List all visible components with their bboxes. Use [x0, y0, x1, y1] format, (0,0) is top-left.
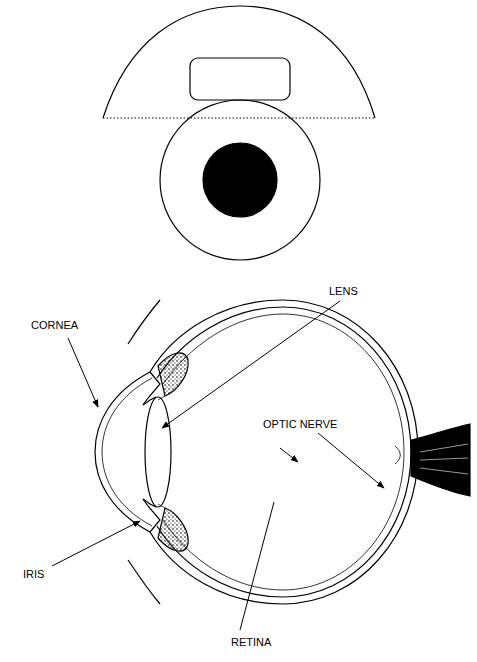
iris-upper-tip — [143, 397, 156, 405]
zonule-lower — [158, 504, 165, 508]
lens — [145, 397, 171, 507]
eyelid-lower — [128, 560, 160, 604]
part-label: CORNEA — [30, 319, 79, 332]
sclera-outer — [150, 300, 418, 604]
eyeball-circle — [160, 100, 320, 260]
sclera-inner — [157, 307, 411, 597]
retina-layer — [163, 314, 404, 590]
lid-outline — [103, 6, 375, 118]
leader-line — [318, 433, 384, 488]
part-label: IRIS — [22, 568, 45, 581]
part-label: LENS — [328, 285, 359, 298]
pupil-disc — [203, 143, 277, 217]
eye-section — [95, 300, 470, 604]
leader-line — [68, 338, 98, 407]
ciliary-body-upper — [158, 353, 188, 396]
iris-lower-tip — [143, 499, 156, 507]
leader-line — [162, 301, 340, 428]
rounded-rect — [190, 58, 290, 100]
cornea-outer — [95, 372, 150, 532]
dotted-line — [103, 118, 375, 119]
ciliary-body-lower — [158, 508, 188, 551]
optic-disc — [395, 446, 400, 464]
part-label: RETINA — [230, 636, 272, 649]
leader-lines — [52, 301, 384, 630]
nerve-fibres — [420, 444, 468, 474]
iris-lower — [143, 499, 160, 532]
optic-nerve — [411, 424, 470, 496]
iris-upper — [143, 372, 160, 405]
eyelid-upper — [128, 300, 160, 344]
leader-arrow — [280, 448, 298, 462]
leader-line — [240, 502, 274, 630]
leader-line — [52, 521, 140, 566]
zonule-upper — [158, 396, 165, 400]
part-label: OPTIC NERVE — [262, 418, 338, 431]
front-view — [103, 6, 375, 260]
